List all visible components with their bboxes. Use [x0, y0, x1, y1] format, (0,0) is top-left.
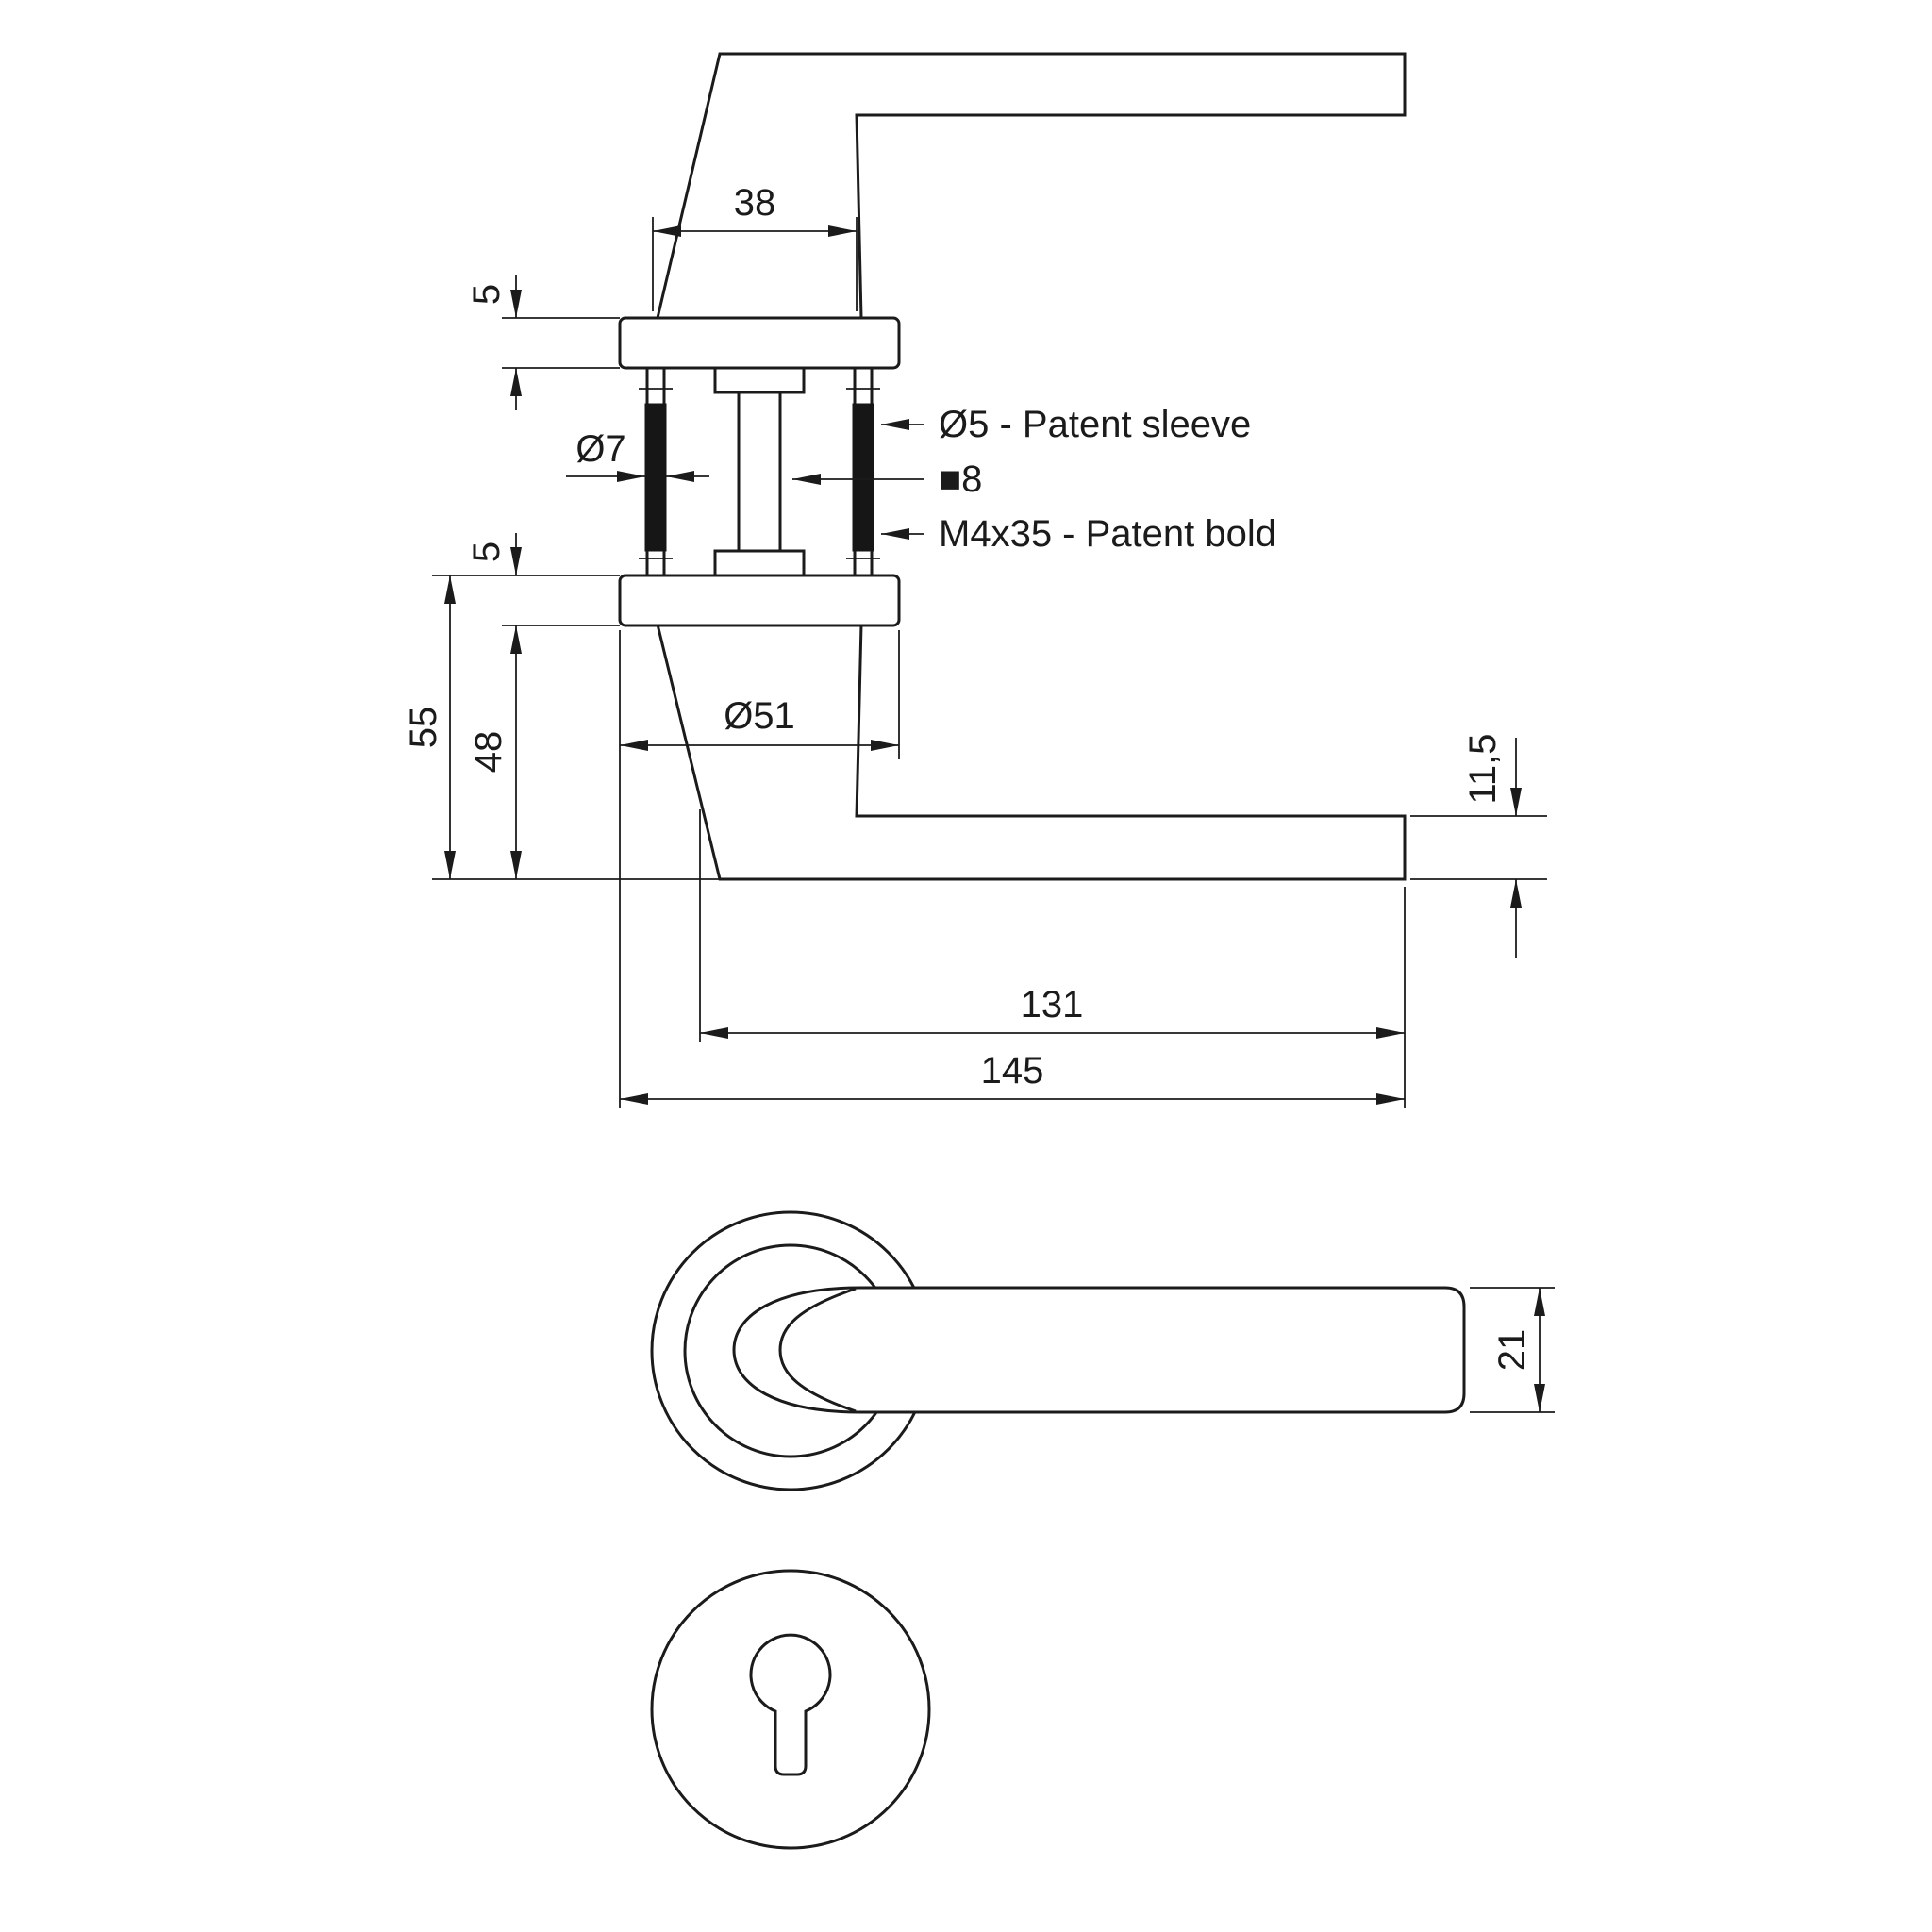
dimension-grip-diameter-21: 21	[1470, 1287, 1555, 1413]
screw-right-thread	[852, 403, 874, 552]
dimension-neck-width-38: 38	[652, 182, 858, 311]
grip-front	[732, 1286, 1466, 1414]
dim-d51-label: Ø51	[724, 695, 795, 737]
dimension-height-48: 48	[468, 625, 522, 879]
dim-11-5-label: 11,5	[1462, 734, 1504, 805]
dimension-lever-thickness-11-5: 11,5	[1410, 734, 1547, 958]
dimension-length-131: 131	[699, 809, 1406, 1108]
lower-lever-outline	[656, 623, 1407, 881]
dimension-height-55: 55	[403, 575, 720, 880]
callout-spindle-label: ■8	[939, 458, 982, 500]
spindle-collar-bottom	[713, 549, 806, 577]
dim-131-label: 131	[1021, 984, 1084, 1025]
dim-21-label: 21	[1491, 1329, 1533, 1372]
dimension-length-145: 145	[620, 1050, 1405, 1105]
dim-145-label: 145	[981, 1050, 1044, 1091]
keyhole-profile	[749, 1633, 832, 1776]
callout-spindle-square-8: ■8	[792, 458, 982, 500]
front-view: 21	[650, 1210, 1555, 1850]
dim-48-label: 48	[468, 731, 509, 774]
rose-bottom-side	[618, 574, 901, 627]
callout-patent-bolt: M4x35 - Patent bold	[881, 513, 1276, 555]
dimension-screw-diameter-7: Ø7	[566, 428, 709, 482]
side-view	[618, 52, 1407, 881]
dimension-rose-diameter-51: Ø51	[619, 630, 900, 1108]
rose-top-side	[618, 316, 901, 370]
dim-38-label: 38	[734, 182, 776, 224]
spindle-collar-top	[713, 366, 806, 394]
dim-5-bottom-label: 5	[466, 541, 508, 562]
dimension-rose-thickness-bottom-5: 5	[432, 533, 620, 626]
callout-patent-sleeve: Ø5 - Patent sleeve	[881, 404, 1251, 445]
dimension-rose-thickness-top-5: 5	[466, 275, 620, 410]
dim-d7-label: Ø7	[575, 428, 625, 470]
callout-patent-sleeve-label: Ø5 - Patent sleeve	[939, 404, 1251, 445]
dim-55-label: 55	[403, 707, 444, 749]
callout-patent-bolt-label: M4x35 - Patent bold	[939, 513, 1276, 555]
screw-left-thread	[644, 403, 667, 552]
escutcheon-outer	[650, 1569, 931, 1850]
grip-end-arc	[778, 1287, 857, 1413]
dim-5-top-label: 5	[466, 284, 508, 305]
